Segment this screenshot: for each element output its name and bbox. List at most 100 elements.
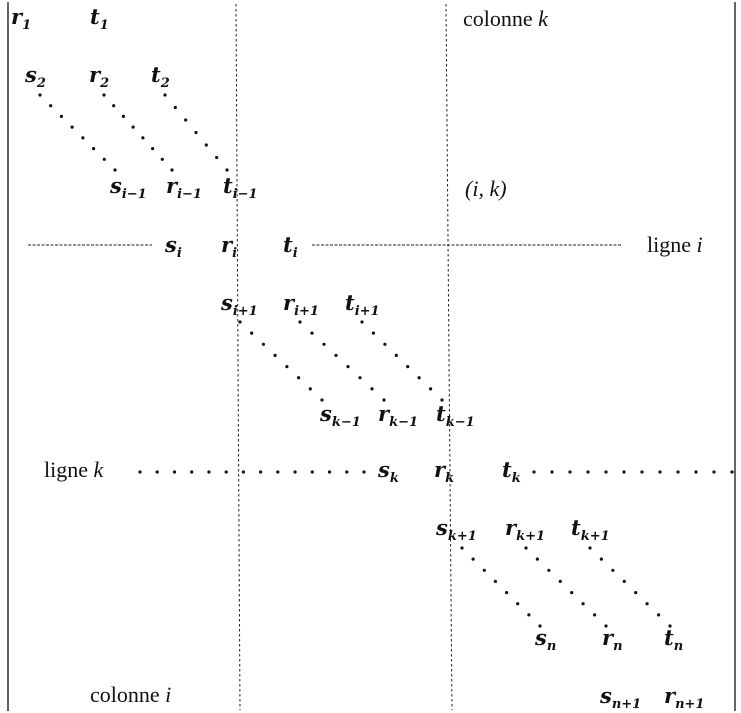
diagonal-dot [460, 546, 464, 550]
diagonal-dot [308, 387, 312, 391]
entry-t-k-1: tk−1 [436, 401, 475, 430]
row-k-dot [730, 470, 734, 474]
entry-r-k-1: rk−1 [378, 401, 418, 430]
diagonal-dot [371, 331, 375, 335]
row-k-dot [550, 470, 554, 474]
diagonal-dot [604, 624, 608, 628]
diagonal-dot [170, 168, 174, 172]
diagonal-dot [261, 342, 265, 346]
entry-r-n+1: rn+1 [664, 683, 704, 712]
diagonal-dot [527, 613, 531, 617]
entry-s-i: si [164, 232, 182, 261]
entry-i-k-label: (i, k) [465, 176, 507, 201]
diagonal-dot [645, 602, 649, 606]
diagonal-dot [471, 557, 475, 561]
diagonal-dot [599, 557, 604, 561]
entry-s2: s2 [24, 62, 46, 91]
entry-s-n: sn [534, 625, 556, 654]
row-k-dot [622, 470, 626, 474]
diagonal-dot [581, 602, 585, 606]
diagonal-dot [382, 398, 386, 402]
diagonal-dot [322, 342, 326, 346]
diagonal-dot [634, 591, 638, 595]
column-i-guide [235, 3, 241, 711]
entry-r-i+1: ri+1 [283, 290, 319, 319]
diagonal-dot [92, 147, 96, 151]
diagonal-dot [113, 168, 117, 172]
diagonal-dot [273, 353, 277, 357]
row-k-dot [224, 470, 228, 474]
diagonal-dot [406, 365, 410, 369]
diagonal-dot [194, 130, 198, 135]
entry-t-i-1: ti−1 [223, 173, 258, 202]
row-k-dot [155, 470, 159, 474]
row-k-dot [640, 470, 644, 474]
entry-t1: t1 [90, 4, 109, 33]
diagonal-dot [121, 114, 125, 118]
diagonal-dot [383, 342, 387, 346]
row-k-dot [362, 470, 366, 474]
row-k-dot [676, 470, 680, 474]
entry-r-k+1: rk+1 [505, 515, 545, 544]
diagonal-dot [370, 387, 374, 391]
diagonal-dot [535, 557, 540, 561]
diagonal-dot [81, 136, 85, 140]
diagonal-dot [524, 546, 528, 550]
entry-s-k: sk [377, 457, 399, 486]
diagonal-dot [588, 546, 592, 550]
diagonal-dot [204, 143, 208, 147]
row-k-dot [207, 470, 211, 474]
row-k-dot [658, 470, 662, 474]
row-k-dot [293, 470, 297, 474]
diagonal-dot [160, 157, 164, 161]
diagonal-dot [102, 93, 106, 97]
diagonal-dot [215, 155, 219, 160]
diagonal-dot [429, 387, 433, 391]
entry-s-k-1: sk−1 [319, 401, 361, 430]
entry-s-i-1: si−1 [109, 173, 147, 202]
diagonal-dot [358, 376, 362, 380]
entry-t-n: tn [664, 625, 683, 654]
diagonal-dot [70, 125, 74, 129]
row-k-dot [138, 470, 142, 474]
row-k-dot [532, 470, 536, 474]
entry-r2: r2 [89, 62, 109, 91]
entry-r-k: rk [434, 457, 454, 486]
diagonal-dot [482, 568, 486, 572]
diagonal-dot [505, 591, 509, 595]
entry-t-i: ti [283, 232, 298, 261]
row-k-dot [259, 470, 263, 474]
diagonal-dot [173, 105, 177, 110]
diagonal-dot [657, 613, 661, 617]
entry-s-i+1: si+1 [220, 290, 258, 319]
diagonal-dots [38, 93, 672, 628]
diagonal-dot [440, 398, 444, 402]
row-k-dot [604, 470, 608, 474]
row-k-dot [586, 470, 590, 474]
row-i-label: ligne i [647, 232, 703, 257]
diagonal-dot [59, 114, 64, 118]
diagonal-dot [131, 125, 135, 129]
diagonal-dot [141, 136, 145, 140]
column-i-label: colonne i [90, 682, 171, 707]
diagonal-dot [516, 602, 520, 606]
entry-r-n: rn [602, 625, 623, 654]
diagonal-dot [493, 579, 497, 584]
diagonal-dot [49, 104, 53, 108]
row-k-dot [694, 470, 698, 474]
row-k-dot [345, 470, 349, 474]
entry-r-i: ri [221, 232, 237, 261]
entry-t-i+1: ti+1 [345, 290, 380, 319]
diagonal-dot [38, 93, 42, 97]
diagonal-dot [360, 320, 364, 324]
diagonal-dot [225, 168, 229, 172]
diagonal-dot [417, 376, 421, 380]
row-k-dot [276, 470, 280, 474]
diagonal-dot [538, 624, 542, 628]
diagonal-dot [102, 157, 106, 161]
diagonal-dot [622, 579, 626, 584]
diagonal-dot [297, 376, 301, 380]
entry-r1: r1 [11, 4, 31, 33]
diagonal-dot [394, 353, 398, 357]
